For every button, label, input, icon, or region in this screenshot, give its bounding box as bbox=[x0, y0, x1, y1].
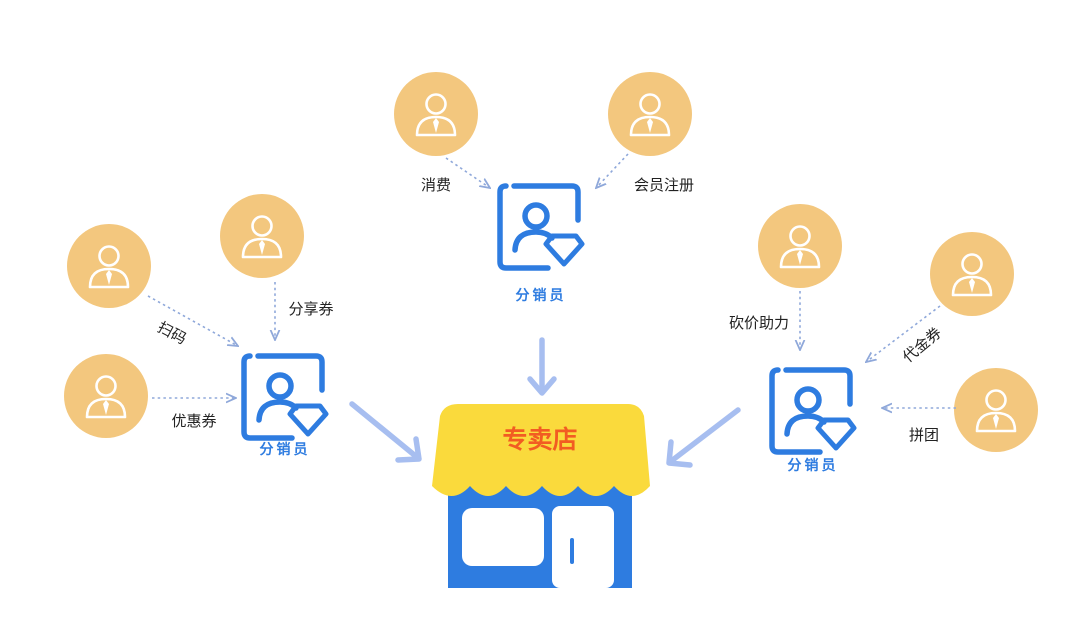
store-title: 专卖店 bbox=[502, 425, 577, 454]
arrow-voucher bbox=[866, 305, 941, 362]
storefront-icon: 专卖店 bbox=[432, 404, 650, 588]
label-scan-code: 扫码 bbox=[155, 318, 190, 348]
big-arrow-right bbox=[666, 407, 741, 468]
user-tie-icon bbox=[606, 70, 694, 158]
store-window bbox=[462, 508, 544, 566]
label-coupon-discount: 优惠券 bbox=[171, 412, 216, 430]
store-door bbox=[552, 506, 614, 588]
user-tie-icon bbox=[952, 366, 1040, 454]
label-member-register: 会员注册 bbox=[634, 176, 694, 194]
label-group-buy: 拼团 bbox=[909, 426, 939, 444]
profile-diamond-icon bbox=[772, 370, 854, 452]
user-tie-icon bbox=[218, 192, 306, 280]
user-tie-icon bbox=[62, 352, 150, 440]
user-tie-icon bbox=[65, 222, 153, 310]
label-share-coupon: 分享券 bbox=[288, 300, 333, 318]
agent-center-label: 分销员 bbox=[516, 287, 567, 304]
profile-diamond-icon bbox=[244, 356, 326, 438]
arrow-scan-code bbox=[147, 295, 238, 346]
label-consume: 消费 bbox=[421, 176, 451, 194]
label-voucher: 代金券 bbox=[899, 324, 945, 367]
arrow-member-register bbox=[596, 153, 629, 188]
label-bargain-help: 砍价助力 bbox=[729, 314, 789, 332]
profile-diamond-icon bbox=[500, 186, 582, 268]
agent-left-label: 分销员 bbox=[260, 441, 311, 458]
user-tie-icon bbox=[928, 230, 1016, 318]
agent-right-label: 分销员 bbox=[788, 457, 839, 474]
arrow-consume bbox=[445, 157, 490, 188]
big-arrow-left bbox=[349, 401, 422, 463]
user-tie-icon bbox=[392, 70, 480, 158]
user-tie-icon bbox=[756, 202, 844, 290]
store-awning bbox=[432, 404, 650, 496]
big-arrow-center bbox=[527, 337, 557, 396]
